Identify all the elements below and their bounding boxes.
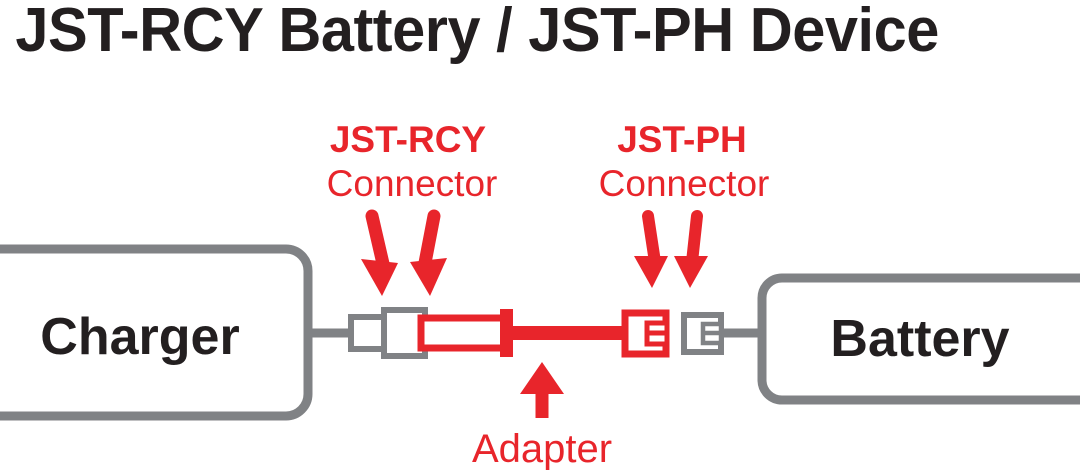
battery-ph-connector	[681, 312, 724, 355]
jst-rcy-arrow-right	[410, 209, 447, 296]
battery-box	[757, 273, 1080, 405]
adapter-arrow-up	[520, 362, 564, 418]
jst-rcy-label-line2: Connector	[327, 163, 498, 204]
charger-rcy-connector	[348, 307, 428, 359]
jst-ph-label-line2: Connector	[599, 163, 770, 204]
adapter-ph-connector	[621, 309, 670, 358]
callout-adapter: Adapter	[472, 362, 612, 470]
rcy-red-housing	[417, 314, 511, 352]
adapter-label: Adapter	[472, 427, 612, 470]
jst-ph-label-line1: JST-PH	[617, 119, 747, 160]
jst-ph-arrow-left	[634, 210, 668, 288]
callout-jst-rcy: JST-RCY Connector	[327, 119, 498, 296]
node-charger: Charger	[0, 244, 313, 421]
page-title: JST-RCY Battery / JST-PH Device	[15, 0, 939, 65]
callout-jst-ph: JST-PH Connector	[599, 119, 770, 288]
jst-rcy-arrow-left	[361, 209, 398, 296]
node-battery: Battery	[757, 273, 1080, 405]
charger-label: Charger	[40, 308, 239, 366]
battery-label: Battery	[830, 310, 1009, 368]
jst-ph-arrow-right	[674, 210, 708, 288]
rcy-red-collar	[500, 309, 513, 357]
adapter-rcy-connector	[417, 309, 513, 357]
jst-rcy-label-line1: JST-RCY	[330, 119, 487, 160]
